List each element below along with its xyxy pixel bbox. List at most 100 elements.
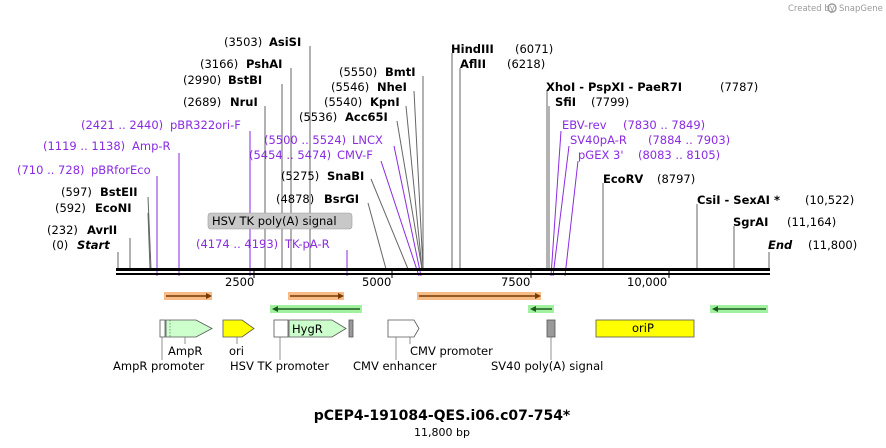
- hindiii-name: HindIII: [451, 42, 494, 56]
- orf-5-arrowhead: [530, 306, 536, 312]
- csii-name: CsiI - SexAI *: [697, 193, 780, 207]
- ebv-rev-line: [550, 130, 562, 277]
- hsv-tk-polya-tag-bg: [207, 212, 353, 230]
- feature-labels: AmpR promoter AmpR ori HSV TK promoter C…: [113, 344, 603, 373]
- start-pos: (0): [52, 238, 68, 252]
- tick-label-7500: 7500: [501, 275, 530, 289]
- econi-name: EcoNI: [95, 201, 131, 215]
- sv40par-name: SV40pA-R: [570, 133, 627, 147]
- bsteii-line: [147, 196, 152, 270]
- lncx-name: LNCX: [352, 133, 383, 147]
- tkpar-range: (4174 .. 4193): [196, 237, 278, 251]
- sfii-name: SfiI: [555, 95, 576, 109]
- bstbi-name: BstBI: [228, 73, 262, 87]
- ecorv-pos: (8797): [657, 172, 695, 186]
- orf-3-arrowhead: [535, 293, 541, 299]
- cmv-f-range: (5454 .. 5474): [249, 148, 331, 162]
- pgex3-line: [564, 160, 579, 277]
- amp-r-name: Amp-R: [132, 139, 171, 153]
- bsrgi-line: [367, 202, 387, 270]
- credit-brand: SnapGene: [839, 4, 883, 14]
- snapgene-credit: Created by SnapGene: [788, 3, 883, 14]
- sv40-polya-label: SV40 poly(A) signal: [491, 359, 603, 373]
- hygr-feature[interactable]: [288, 319, 347, 338]
- bsteii-pos: (597): [61, 185, 92, 199]
- bsrgi-name: BsrGI: [324, 192, 359, 206]
- snabi-name: SnaBI: [327, 169, 364, 183]
- xhoi-name: XhoI - PspXI - PaeR7I: [546, 80, 682, 94]
- snabi-pos: (5275): [281, 169, 319, 183]
- hsv-tk-polya-tag: HSV TK poly(A) signal: [207, 212, 353, 230]
- sgrai-name: SgrAI: [733, 215, 768, 229]
- lncx-range: (5500 .. 5524): [264, 133, 346, 147]
- ampr-promoter-feature[interactable]: [159, 319, 166, 338]
- kpni-line: [405, 105, 423, 270]
- pbrforeco-name: pBRforEco: [91, 163, 151, 177]
- orf-6-arrowhead: [712, 306, 718, 312]
- ampr-feature[interactable]: [165, 319, 213, 338]
- sfii-pos: (7799): [591, 95, 629, 109]
- orip-feature[interactable]: [595, 319, 695, 338]
- snabi-line: [370, 178, 409, 270]
- xhoi-pos: (7787): [720, 80, 758, 94]
- ampr-promoter-label: AmpR promoter: [113, 359, 205, 373]
- hsv-tk-promoter-feature[interactable]: [273, 319, 289, 338]
- bmti-name: BmtI: [385, 65, 416, 79]
- pbrforeco-range: (710 .. 728): [17, 163, 85, 177]
- hygr-label: HygR: [292, 322, 323, 336]
- sv40par-line: [552, 145, 570, 277]
- hindiii-pos: (6071): [515, 42, 553, 56]
- orip-label: oriP: [632, 321, 654, 335]
- tick-label-10000: 10,000: [627, 275, 667, 289]
- plasmid-length: 11,800 bp: [414, 426, 470, 439]
- pbr322ori-name: pBR322ori-F: [170, 118, 241, 132]
- plasmid-title: pCEP4-191084-QES.i06.c07-754*: [314, 408, 571, 424]
- acc65i-line: [396, 120, 423, 270]
- bsrgi-pos: (4878): [276, 192, 314, 206]
- cmv-enhancer-promoter-feature[interactable]: [387, 319, 420, 338]
- asisi-pos: (3503): [224, 35, 262, 49]
- hsv-tk-polya-tag-label: HSV TK poly(A) signal: [212, 214, 337, 228]
- nhei-line: [413, 90, 424, 270]
- tick-marks: [253, 268, 670, 278]
- cmv-f-name: CMV-F: [337, 148, 373, 162]
- tick-label-2500: 2500: [225, 275, 254, 289]
- cmv-f-line: [380, 160, 420, 277]
- cmv-enhancer-label: CMV enhancer: [353, 359, 437, 373]
- ebv-rev-name: EBV-rev: [562, 118, 607, 132]
- orf-1-arrowhead: [206, 293, 212, 299]
- ecorv-name: EcoRV: [603, 172, 643, 186]
- orf-arrows: [164, 292, 768, 313]
- snapgene-logo-icon: [827, 3, 837, 13]
- backbone-bottom-strand: [116, 273, 770, 275]
- pshai-pos: (3166): [200, 57, 238, 71]
- hsv-tk-promoter-label: HSV TK promoter: [230, 359, 329, 373]
- sv40par-range: (7884 .. 7903): [648, 133, 730, 147]
- acc65i-name: Acc65I: [345, 110, 388, 124]
- end-pos: (11,800): [808, 238, 857, 252]
- avrii-pos: (232): [47, 223, 78, 237]
- end-label: End: [768, 238, 793, 252]
- primer-leader-lines: [156, 130, 579, 277]
- nhei-name: NheI: [377, 80, 407, 94]
- bstbi-pos: (2990): [183, 73, 221, 87]
- avrii-name: AvrII: [87, 223, 117, 237]
- nrui-name: NruI: [230, 95, 258, 109]
- backbone-top-strand: [116, 268, 770, 271]
- ori-feature[interactable]: [222, 319, 255, 338]
- ori-label: ori: [229, 344, 244, 358]
- sgrai-pos: (11,164): [787, 215, 836, 229]
- amp-r-range: (1119 .. 1138): [43, 139, 125, 153]
- pgex3-range: (8083 .. 8105): [638, 148, 720, 162]
- kpni-name: KpnI: [370, 95, 400, 109]
- econi-line: [147, 212, 151, 270]
- ebv-rev-range: (7830 .. 7849): [623, 118, 705, 132]
- kpni-pos: (5540): [324, 95, 362, 109]
- bmti-pos: (5550): [339, 65, 377, 79]
- hsv-tk-polya-feature[interactable]: [348, 319, 354, 338]
- bsteii-name: BstEII: [100, 185, 138, 199]
- acc65i-pos: (5536): [299, 110, 337, 124]
- sv40-polya-feature[interactable]: [546, 319, 556, 338]
- feature-leader-lines: [161, 337, 552, 360]
